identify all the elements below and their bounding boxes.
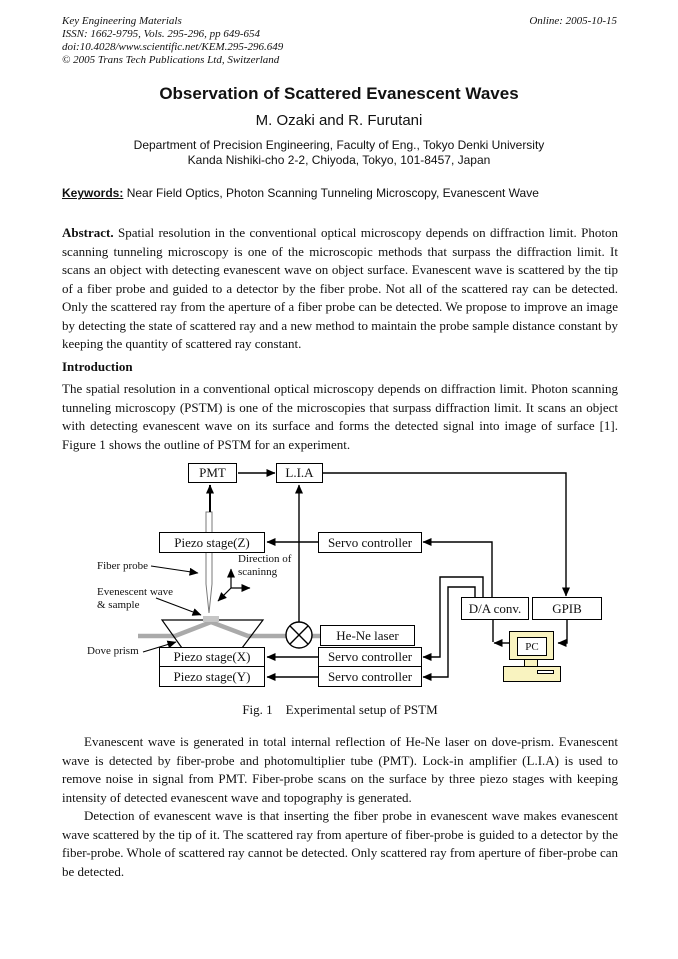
servo-controller-x-box: Servo controller: [318, 647, 422, 667]
laser-beam: [138, 619, 320, 639]
figure-caption-number: Fig. 1: [242, 702, 273, 717]
keywords-line: Keywords: Near Field Optics, Photon Scan…: [62, 186, 618, 200]
body-text: Evanescent wave is generated in total in…: [62, 733, 618, 881]
fiber-probe-shape: [205, 511, 213, 614]
keywords-label: Keywords:: [62, 186, 124, 200]
evanescent-wave-label: Evenescent wave & sample: [97, 586, 173, 612]
servo-controller-z-box: Servo controller: [318, 532, 422, 553]
evanescent-label-line1: Evenescent wave: [97, 586, 174, 598]
body-paragraph-1: Evanescent wave is generated in total in…: [62, 734, 618, 805]
abstract-heading: Abstract.: [62, 225, 114, 240]
piezo-stage-z-box: Piezo stage(Z): [159, 532, 265, 553]
servo-controller-y-box: Servo controller: [318, 666, 422, 687]
arrow-fiber-probe-label: [150, 565, 199, 576]
pc-screen: PC: [517, 637, 547, 656]
copyright-line: © 2005 Trans Tech Publications Ltd, Swit…: [62, 54, 280, 66]
chopper-icon: [285, 621, 313, 649]
piezo-stage-y-box: Piezo stage(Y): [159, 666, 265, 687]
journal-name: Key Engineering Materials: [62, 15, 182, 27]
gpib-box: GPIB: [532, 597, 602, 620]
issn-line: ISSN: 1662-9795, Vols. 295-296, pp 649-6…: [62, 28, 260, 40]
journal-header: Key Engineering Materials ISSN: 1662-979…: [62, 15, 283, 67]
introduction-paragraph: The spatial resolution in a conventional…: [62, 381, 618, 452]
doi-line: doi:10.4028/www.scientific.net/KEM.295-2…: [62, 41, 284, 53]
figure-caption-text: Experimental setup of PSTM: [285, 702, 438, 717]
fiber-probe-label: Fiber probe: [97, 560, 149, 572]
arrow-da-to-servoz: [422, 538, 493, 597]
online-date: Online: 2005-10-15: [529, 15, 617, 27]
figure-caption: Fig. 1 Experimental setup of PSTM: [62, 701, 618, 720]
dove-prism-shape: [160, 619, 265, 649]
sample-shape: [203, 616, 219, 622]
paper-title: Observation of Scattered Evanescent Wave…: [159, 84, 519, 103]
arrow-gpib-to-pc: [557, 620, 568, 647]
evanescent-label-line2: & sample: [97, 599, 140, 611]
direction-label-line1: Direction of: [238, 553, 292, 565]
authors: M. Ozaki and R. Furutani: [255, 112, 423, 129]
piezo-stage-x-box: Piezo stage(X): [159, 647, 265, 667]
pmt-box: PMT: [188, 463, 237, 483]
direction-of-scanning-label: Direction of scaninng: [238, 553, 291, 579]
da-conv-box: D/A conv.: [461, 597, 529, 620]
keywords-text: Near Field Optics, Photon Scanning Tunne…: [123, 186, 539, 200]
affiliation: Department of Precision Engineering, Fac…: [0, 138, 678, 167]
pc-disk-slot: [537, 670, 554, 674]
he-ne-laser-box: He-Ne laser: [320, 625, 415, 646]
lia-box: L.I.A: [276, 463, 323, 483]
introduction-heading: Introduction: [62, 359, 133, 374]
direction-label-line2: scaninng: [238, 566, 278, 578]
body-paragraph-2: Detection of evanescent wave is that ins…: [62, 808, 618, 879]
affiliation-line1: Department of Precision Engineering, Fac…: [133, 138, 545, 152]
abstract-text: Spatial resolution in the conventional o…: [62, 225, 618, 351]
dove-prism-label: Dove prism: [87, 645, 139, 657]
pc-keyboard: [503, 666, 561, 682]
abstract-paragraph: Abstract. Spatial resolution in the conv…: [62, 224, 618, 354]
affiliation-line2: Kanda Nishiki-cho 2-2, Chiyoda, Tokyo, 1…: [187, 152, 491, 167]
